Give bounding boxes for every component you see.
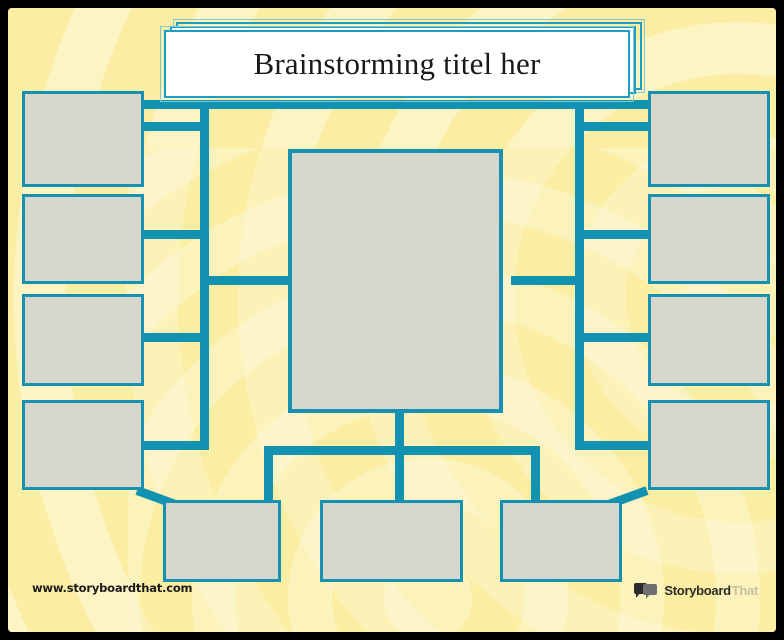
- connector-left-branch-2: [136, 122, 209, 131]
- connector-right-to-center: [511, 276, 584, 285]
- title-plaque-front-layer[interactable]: Brainstorming titel her: [160, 26, 634, 102]
- node-center[interactable]: [288, 149, 503, 413]
- logo-word-secondary: That: [731, 582, 759, 598]
- connector-left-to-center: [209, 276, 297, 285]
- connector-bottom-drop-left: [264, 446, 273, 503]
- connector-top-bar: [128, 100, 656, 109]
- poster-canvas: Brainstorming titel her www.storyboardth…: [8, 8, 776, 632]
- footer-website-url[interactable]: www.storyboardthat.com: [32, 581, 193, 595]
- node-left-3[interactable]: [22, 294, 144, 386]
- storyboardthat-logo[interactable]: Storyboard That: [634, 580, 758, 600]
- node-right-4[interactable]: [648, 400, 770, 490]
- connector-left-branch-4: [136, 333, 209, 342]
- title-plaque[interactable]: Brainstorming titel her: [160, 19, 645, 102]
- node-bottom-1[interactable]: [163, 500, 281, 582]
- node-bottom-3[interactable]: [500, 500, 622, 582]
- connector-bottom-rail: [264, 446, 540, 455]
- connector-left-branch-5: [136, 441, 209, 450]
- logo-word-primary: Storyboard: [664, 582, 731, 598]
- connector-right-branch-3: [575, 230, 648, 239]
- page-title: Brainstorming titel her: [253, 46, 541, 81]
- connector-right-branch-4: [575, 333, 648, 342]
- connector-left-branch-3: [136, 230, 209, 239]
- connector-right-branch-5: [575, 441, 648, 450]
- speech-bubbles-icon: [634, 582, 658, 599]
- connector-right-branch-2: [575, 122, 648, 131]
- node-right-1[interactable]: [648, 91, 770, 187]
- connector-left-trunk: [200, 100, 209, 450]
- connector-center-drop: [395, 411, 404, 503]
- node-bottom-2[interactable]: [320, 500, 463, 582]
- node-left-2[interactable]: [22, 194, 144, 284]
- node-left-4[interactable]: [22, 400, 144, 490]
- connector-right-trunk: [575, 100, 584, 450]
- connector-bottom-drop-right: [531, 446, 540, 503]
- node-right-2[interactable]: [648, 194, 770, 284]
- node-right-3[interactable]: [648, 294, 770, 386]
- node-left-1[interactable]: [22, 91, 144, 187]
